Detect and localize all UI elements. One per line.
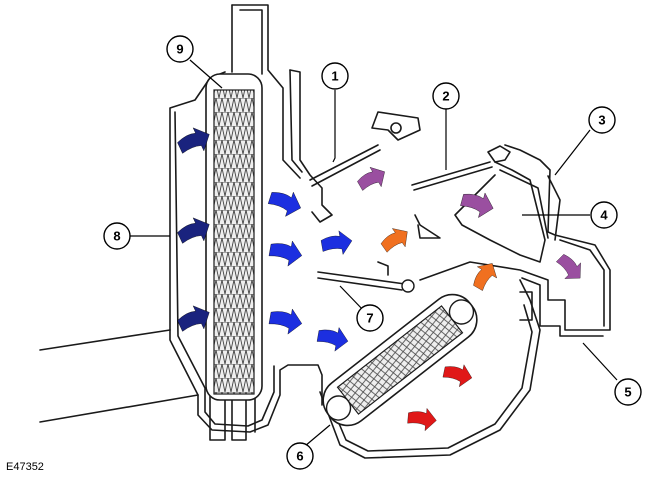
arrow-cold-inlet-2 — [177, 217, 210, 244]
arrow-mixed-2 — [473, 263, 497, 291]
evaporator-core — [205, 73, 263, 401]
callout-8: 8 — [103, 222, 131, 250]
callout-label-1: 1 — [331, 69, 338, 84]
arrow-hot-2 — [407, 407, 437, 432]
arrow-side-vent — [556, 254, 581, 279]
callout-label-4: 4 — [600, 208, 608, 223]
arrow-defrost — [357, 167, 385, 191]
reference-code: E47352 — [6, 461, 44, 473]
inlet-ducts — [39, 329, 199, 423]
arrow-cold-inlet-1 — [177, 127, 210, 154]
callout-9: 9 — [166, 35, 194, 63]
callout-6: 6 — [286, 442, 314, 470]
arrow-cold-outlet-3 — [268, 308, 303, 335]
leader-lines — [130, 59, 618, 447]
callout-4: 4 — [590, 201, 618, 229]
callout-1: 1 — [321, 62, 349, 90]
callout-7: 7 — [356, 304, 384, 332]
callout-label-2: 2 — [442, 89, 449, 104]
arrow-cold-inlet-3 — [177, 305, 210, 332]
housing-outline — [169, 4, 611, 459]
flap-defrost — [309, 144, 381, 187]
arrow-cold-outlet-4 — [320, 230, 353, 255]
arrow-cold-outlet-2 — [268, 240, 303, 267]
callout-label-9: 9 — [176, 42, 183, 57]
flap-face — [411, 161, 493, 191]
callout-label-8: 8 — [113, 229, 120, 244]
callout-label-6: 6 — [296, 449, 303, 464]
callout-3: 3 — [588, 106, 616, 134]
arrow-cold-outlet-1 — [267, 191, 301, 217]
airflow-arrows — [177, 127, 581, 432]
callout-label-3: 3 — [598, 113, 605, 128]
flap-blend — [317, 271, 415, 293]
callout-2: 2 — [432, 82, 460, 110]
callout-label-7: 7 — [366, 311, 373, 326]
arrow-hot-1 — [442, 364, 473, 388]
heater-matrix — [322, 293, 478, 427]
callout-label-5: 5 — [624, 385, 631, 400]
callout-5: 5 — [614, 378, 642, 406]
arrow-mixed-1 — [380, 228, 408, 253]
arrow-cold-outlet-5 — [316, 327, 349, 352]
arrow-face-vent — [460, 192, 494, 218]
